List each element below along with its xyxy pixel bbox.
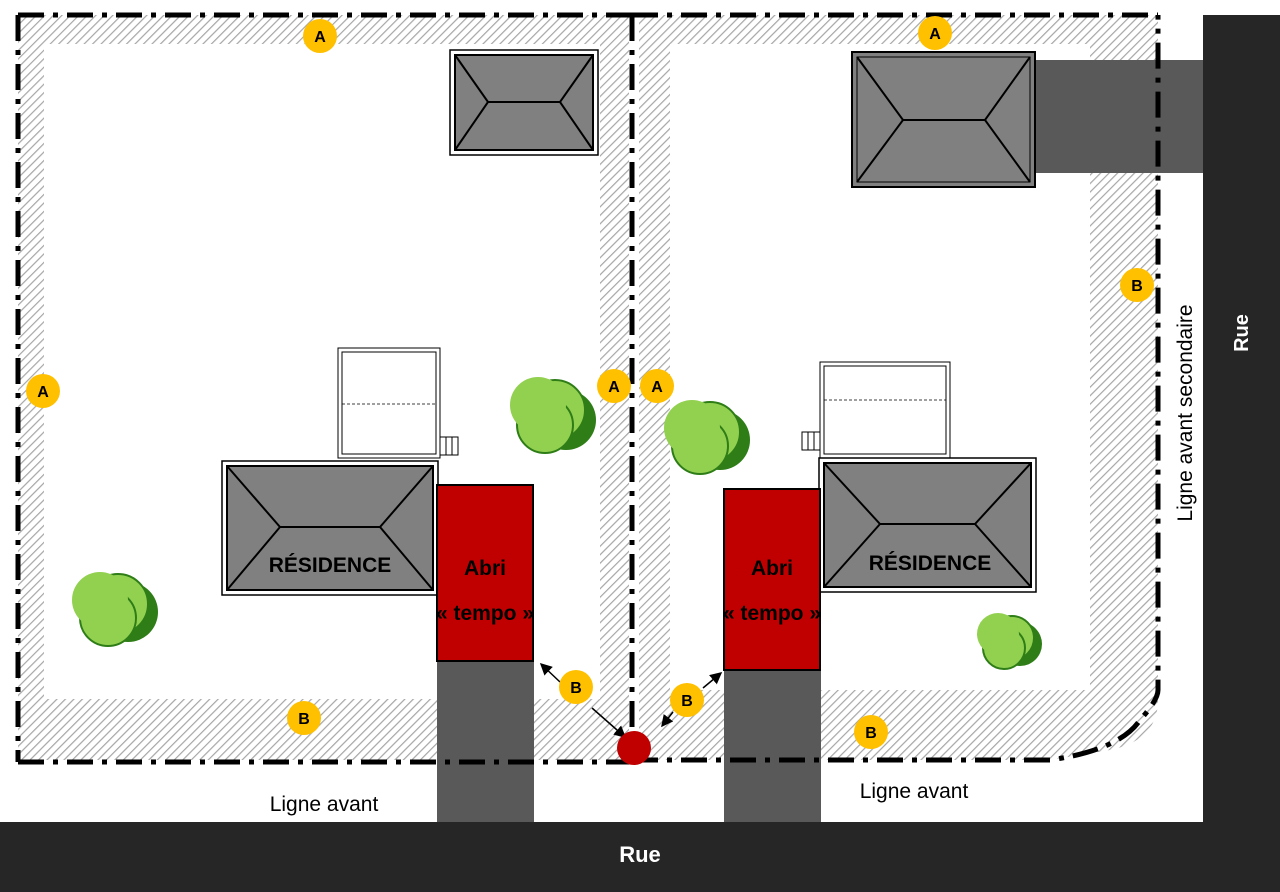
marker-a-4: A — [597, 369, 631, 403]
tree-4 — [977, 613, 1042, 670]
tree-3 — [664, 400, 750, 475]
secondary-front-line-label: Ligne avant secondaire — [1174, 304, 1197, 521]
svg-text:B: B — [865, 725, 877, 742]
marker-b-1: B — [1120, 268, 1154, 302]
marker-b-4: B — [287, 701, 321, 735]
marker-a-5: A — [640, 369, 674, 403]
marker-b-3: B — [670, 683, 704, 717]
driveway-garage-top-right — [1035, 60, 1203, 173]
residence-right: RÉSIDENCE — [818, 457, 1037, 593]
svg-text:B: B — [681, 693, 693, 710]
driveway-left — [437, 660, 534, 822]
svg-text:A: A — [929, 26, 941, 43]
distance-arrows — [539, 662, 723, 738]
shelter-right-line1: Abri — [751, 557, 793, 580]
pool-right — [801, 361, 951, 459]
tree-2 — [510, 377, 596, 454]
shelter-right-line2: « tempo » — [723, 602, 821, 625]
street-right-label: Rue — [1231, 314, 1253, 352]
marker-a-2: A — [918, 16, 952, 50]
driveway-right — [724, 668, 821, 822]
shelter-left-line2: « tempo » — [436, 602, 534, 625]
marker-b-2: B — [559, 670, 593, 704]
residence-left: RÉSIDENCE — [221, 460, 439, 596]
marker-a-3: A — [26, 374, 60, 408]
street-bottom-label: Rue — [619, 842, 661, 867]
street-bottom — [0, 822, 1280, 892]
residence-left-label: RÉSIDENCE — [269, 554, 392, 577]
marker-a-1: A — [303, 19, 337, 53]
shelter-left-line1: Abri — [464, 557, 506, 580]
residence-right-label: RÉSIDENCE — [869, 552, 992, 575]
building-top-right — [851, 51, 1036, 188]
front-line-label-right: Ligne avant — [860, 780, 969, 803]
svg-text:A: A — [314, 29, 326, 46]
front-line-label-left: Ligne avant — [270, 793, 379, 816]
svg-text:B: B — [570, 680, 582, 697]
garage-top-left — [449, 49, 599, 156]
street-right — [1203, 15, 1280, 822]
svg-text:B: B — [1131, 278, 1143, 295]
property-corner-dot — [617, 731, 651, 765]
tree-1 — [72, 572, 158, 647]
shelter-left: Abri « tempo » — [436, 484, 534, 662]
svg-text:A: A — [651, 379, 663, 396]
marker-b-5: B — [854, 715, 888, 749]
pool-left — [337, 347, 459, 459]
shelter-right: Abri « tempo » — [723, 488, 821, 671]
svg-text:B: B — [298, 711, 310, 728]
svg-text:A: A — [608, 379, 620, 396]
property-lines — [15, 12, 1161, 765]
svg-text:A: A — [37, 384, 49, 401]
